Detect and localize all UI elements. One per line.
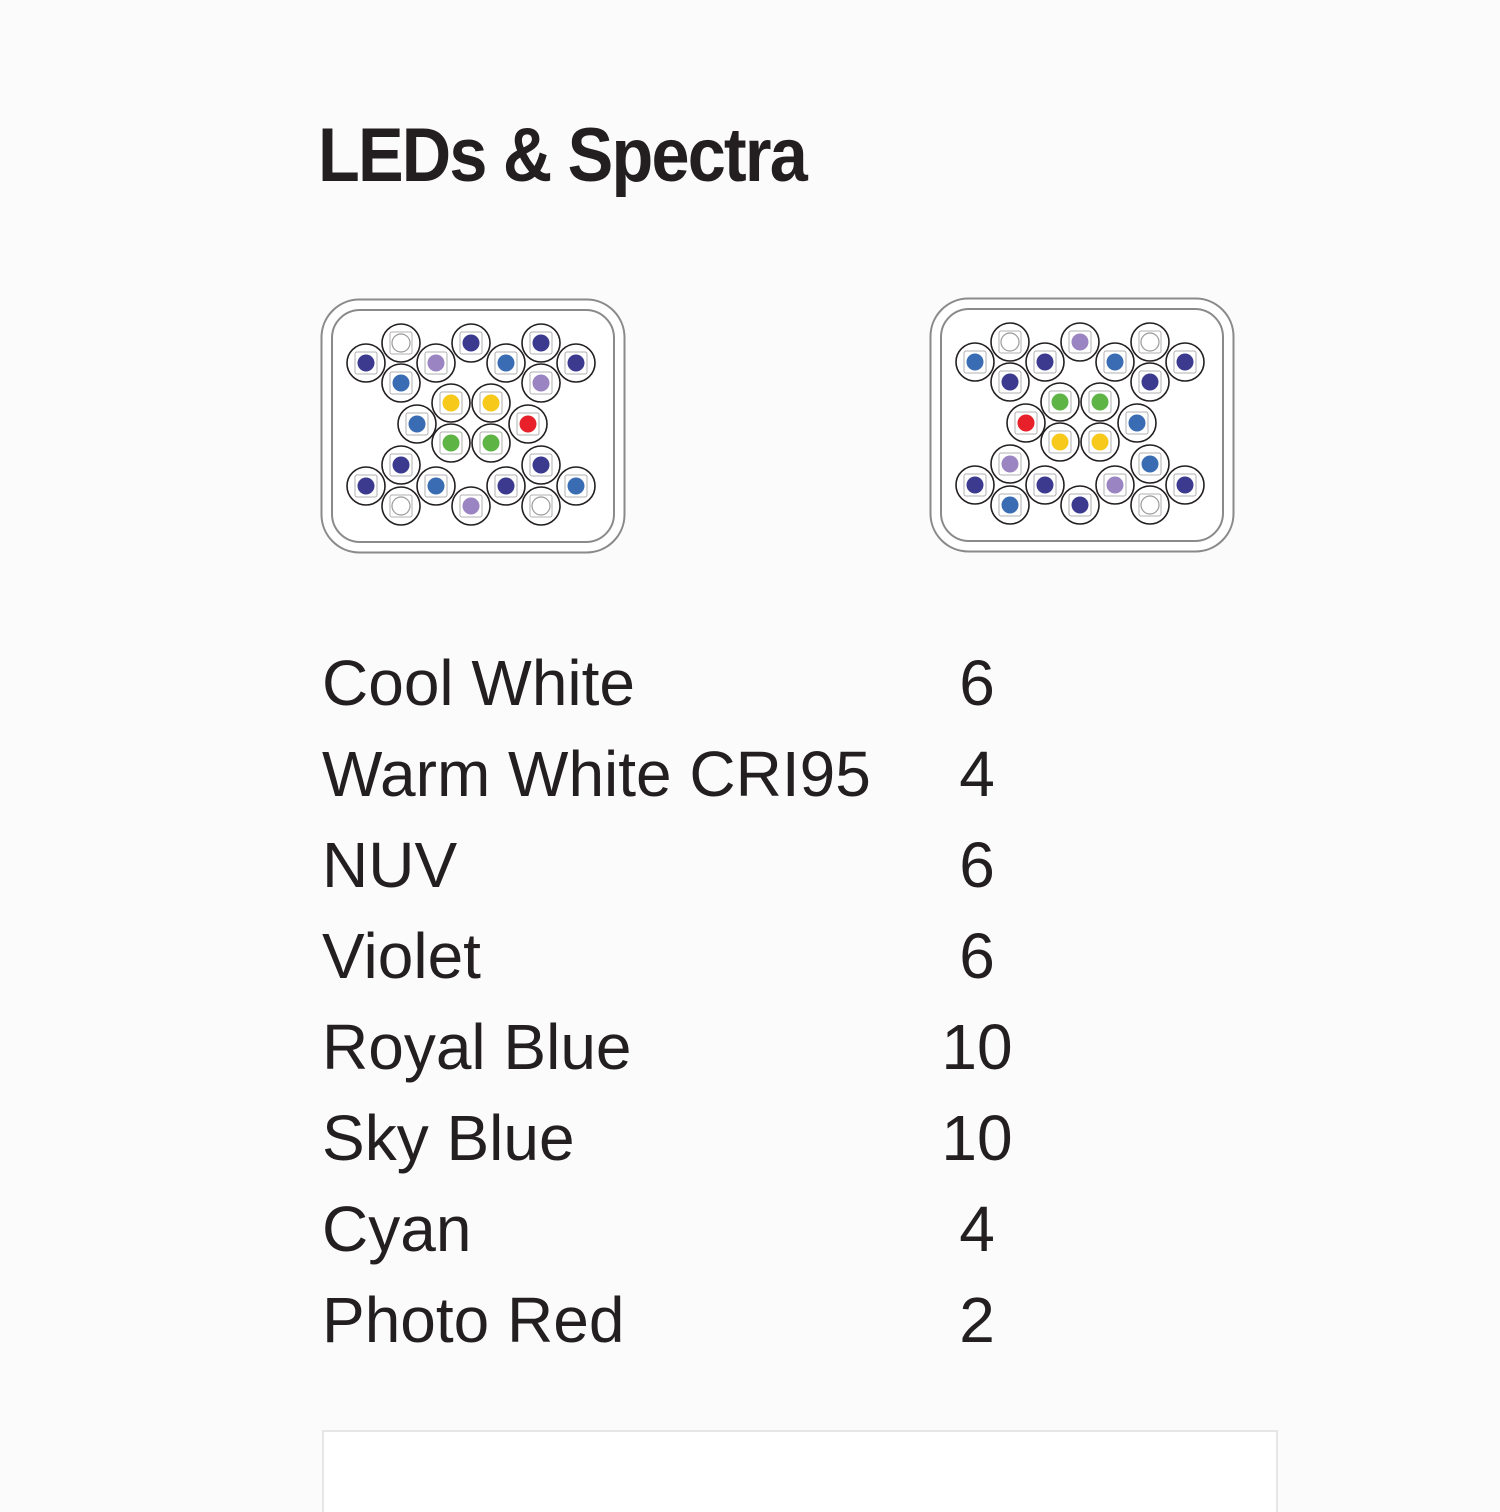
led-cyan xyxy=(1040,382,1080,422)
spectra-row: Warm White CRI95 4 xyxy=(322,733,1062,824)
spectra-row: Photo Red 2 xyxy=(322,1279,1062,1370)
led-warm-white xyxy=(1080,422,1120,462)
led-violet xyxy=(451,486,491,526)
led-board-left-diagram xyxy=(320,298,626,554)
spectra-count: 2 xyxy=(959,1284,995,1356)
spectra-list: Cool White 6 Warm White CRI95 4 NUV 6 Vi… xyxy=(322,642,1062,1370)
led-violet xyxy=(1095,465,1135,505)
spectra-row: Cool White 6 xyxy=(322,642,1062,733)
led-sky-blue xyxy=(556,466,596,506)
led-violet xyxy=(1060,322,1100,362)
content-panel xyxy=(322,1430,1278,1512)
led-royal-blue xyxy=(521,323,561,363)
spectra-row: Sky Blue 10 xyxy=(322,1097,1062,1188)
led-violet xyxy=(521,363,561,403)
spectra-count: 6 xyxy=(959,829,995,901)
led-warm-white xyxy=(471,383,511,423)
led-royal-blue xyxy=(1165,342,1205,382)
led-sky-blue xyxy=(397,404,437,444)
spectra-name: Royal Blue xyxy=(322,1011,632,1083)
led-royal-blue xyxy=(451,323,491,363)
led-royal-blue xyxy=(955,465,995,505)
led-royal-blue xyxy=(1130,362,1170,402)
led-royal-blue xyxy=(486,466,526,506)
spectra-name: Sky Blue xyxy=(322,1102,575,1174)
spectra-row: Violet 6 xyxy=(322,915,1062,1006)
led-cyan xyxy=(471,423,511,463)
spectra-name: Cool White xyxy=(322,647,635,719)
led-sky-blue xyxy=(990,485,1030,525)
led-cool-white xyxy=(381,486,421,526)
spectra-name: Violet xyxy=(322,920,481,992)
led-sky-blue xyxy=(486,343,526,383)
spectra-count: 4 xyxy=(959,738,995,810)
led-sky-blue xyxy=(1117,403,1157,443)
spectra-count: 6 xyxy=(959,647,995,719)
led-cool-white xyxy=(1130,322,1170,362)
led-royal-blue xyxy=(1060,485,1100,525)
spectra-row: Cyan 4 xyxy=(322,1188,1062,1279)
led-sky-blue xyxy=(416,466,456,506)
led-photo-red xyxy=(508,404,548,444)
led-royal-blue xyxy=(556,343,596,383)
led-cool-white xyxy=(521,486,561,526)
led-sky-blue xyxy=(1095,342,1135,382)
spectra-count: 10 xyxy=(941,1102,1013,1174)
led-royal-blue xyxy=(1165,465,1205,505)
led-cool-white xyxy=(990,322,1030,362)
led-cyan xyxy=(1080,382,1120,422)
led-royal-blue xyxy=(381,445,421,485)
led-royal-blue xyxy=(346,343,386,383)
led-royal-blue xyxy=(521,445,561,485)
spectra-name: NUV xyxy=(322,829,458,901)
led-sky-blue xyxy=(955,342,995,382)
led-violet xyxy=(416,343,456,383)
spectra-name: Warm White CRI95 xyxy=(322,738,871,810)
spectra-count: 4 xyxy=(959,1193,995,1265)
spectra-row: NUV 6 xyxy=(322,824,1062,915)
led-board-left xyxy=(320,298,626,554)
spectra-name: Cyan xyxy=(322,1193,472,1265)
led-violet xyxy=(990,444,1030,484)
led-warm-white xyxy=(1040,422,1080,462)
spectra-count: 6 xyxy=(959,920,995,992)
led-sky-blue xyxy=(1130,444,1170,484)
led-cool-white xyxy=(381,323,421,363)
led-photo-red xyxy=(1006,403,1046,443)
led-cool-white xyxy=(1130,485,1170,525)
spectra-count: 10 xyxy=(941,1011,1013,1083)
led-cyan xyxy=(431,423,471,463)
led-royal-blue xyxy=(1025,342,1065,382)
led-royal-blue xyxy=(346,466,386,506)
spectra-name: Photo Red xyxy=(322,1284,625,1356)
led-sky-blue xyxy=(381,363,421,403)
page-title: LEDs & Spectra xyxy=(318,113,808,198)
led-warm-white xyxy=(431,383,471,423)
led-board-right-diagram xyxy=(929,297,1235,553)
led-royal-blue xyxy=(1025,465,1065,505)
led-royal-blue xyxy=(990,362,1030,402)
led-board-right xyxy=(929,297,1235,553)
spectra-row: Royal Blue 10 xyxy=(322,1006,1062,1097)
